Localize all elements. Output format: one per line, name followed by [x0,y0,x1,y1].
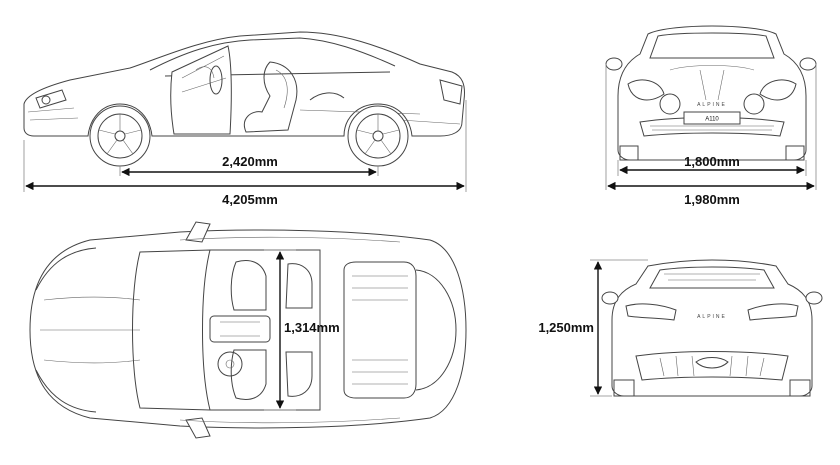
front-left-mirror [605,57,623,71]
rear-left-mirror [601,291,619,305]
side-front-wheel [89,105,151,167]
side-open-door [170,45,232,135]
front-right-mirror [799,57,817,71]
top-engine-cover [343,261,417,399]
rear-right-mirror [805,291,823,305]
rear-brand-badge: ALPINE [697,314,727,320]
front-right-round-lamp [743,93,765,115]
front-license-plate [683,111,741,125]
height-label: 1,250mm [538,320,594,335]
front-brand-badge: ALPINE [697,102,727,108]
top-steering-wheel [217,351,243,377]
top-view: 1,314mm [29,221,467,439]
rear-body-outline [611,259,813,397]
side-rear-wheel [347,105,409,167]
rear-view: ALPINE 1,250mm [538,259,823,397]
interior-width-label: 1,314mm [284,320,340,335]
front-view: ALPINE A110 1,800mm 1,980mm [605,25,817,207]
side-body-outline [23,31,465,137]
wheelbase-label: 2,420mm [222,154,278,169]
side-view: 2,420mm 4,205mm [23,31,467,207]
top-lower-mirror [185,417,211,439]
front-left-round-lamp [659,93,681,115]
width-label: 1,980mm [684,192,740,207]
rear-exhaust [695,357,729,369]
front-track-label: 1,800mm [684,154,740,169]
top-upper-mirror [185,221,211,243]
front-body-outline [617,25,807,161]
front-plate-text: A110 [705,117,719,123]
length-label: 4,205mm [222,192,278,207]
